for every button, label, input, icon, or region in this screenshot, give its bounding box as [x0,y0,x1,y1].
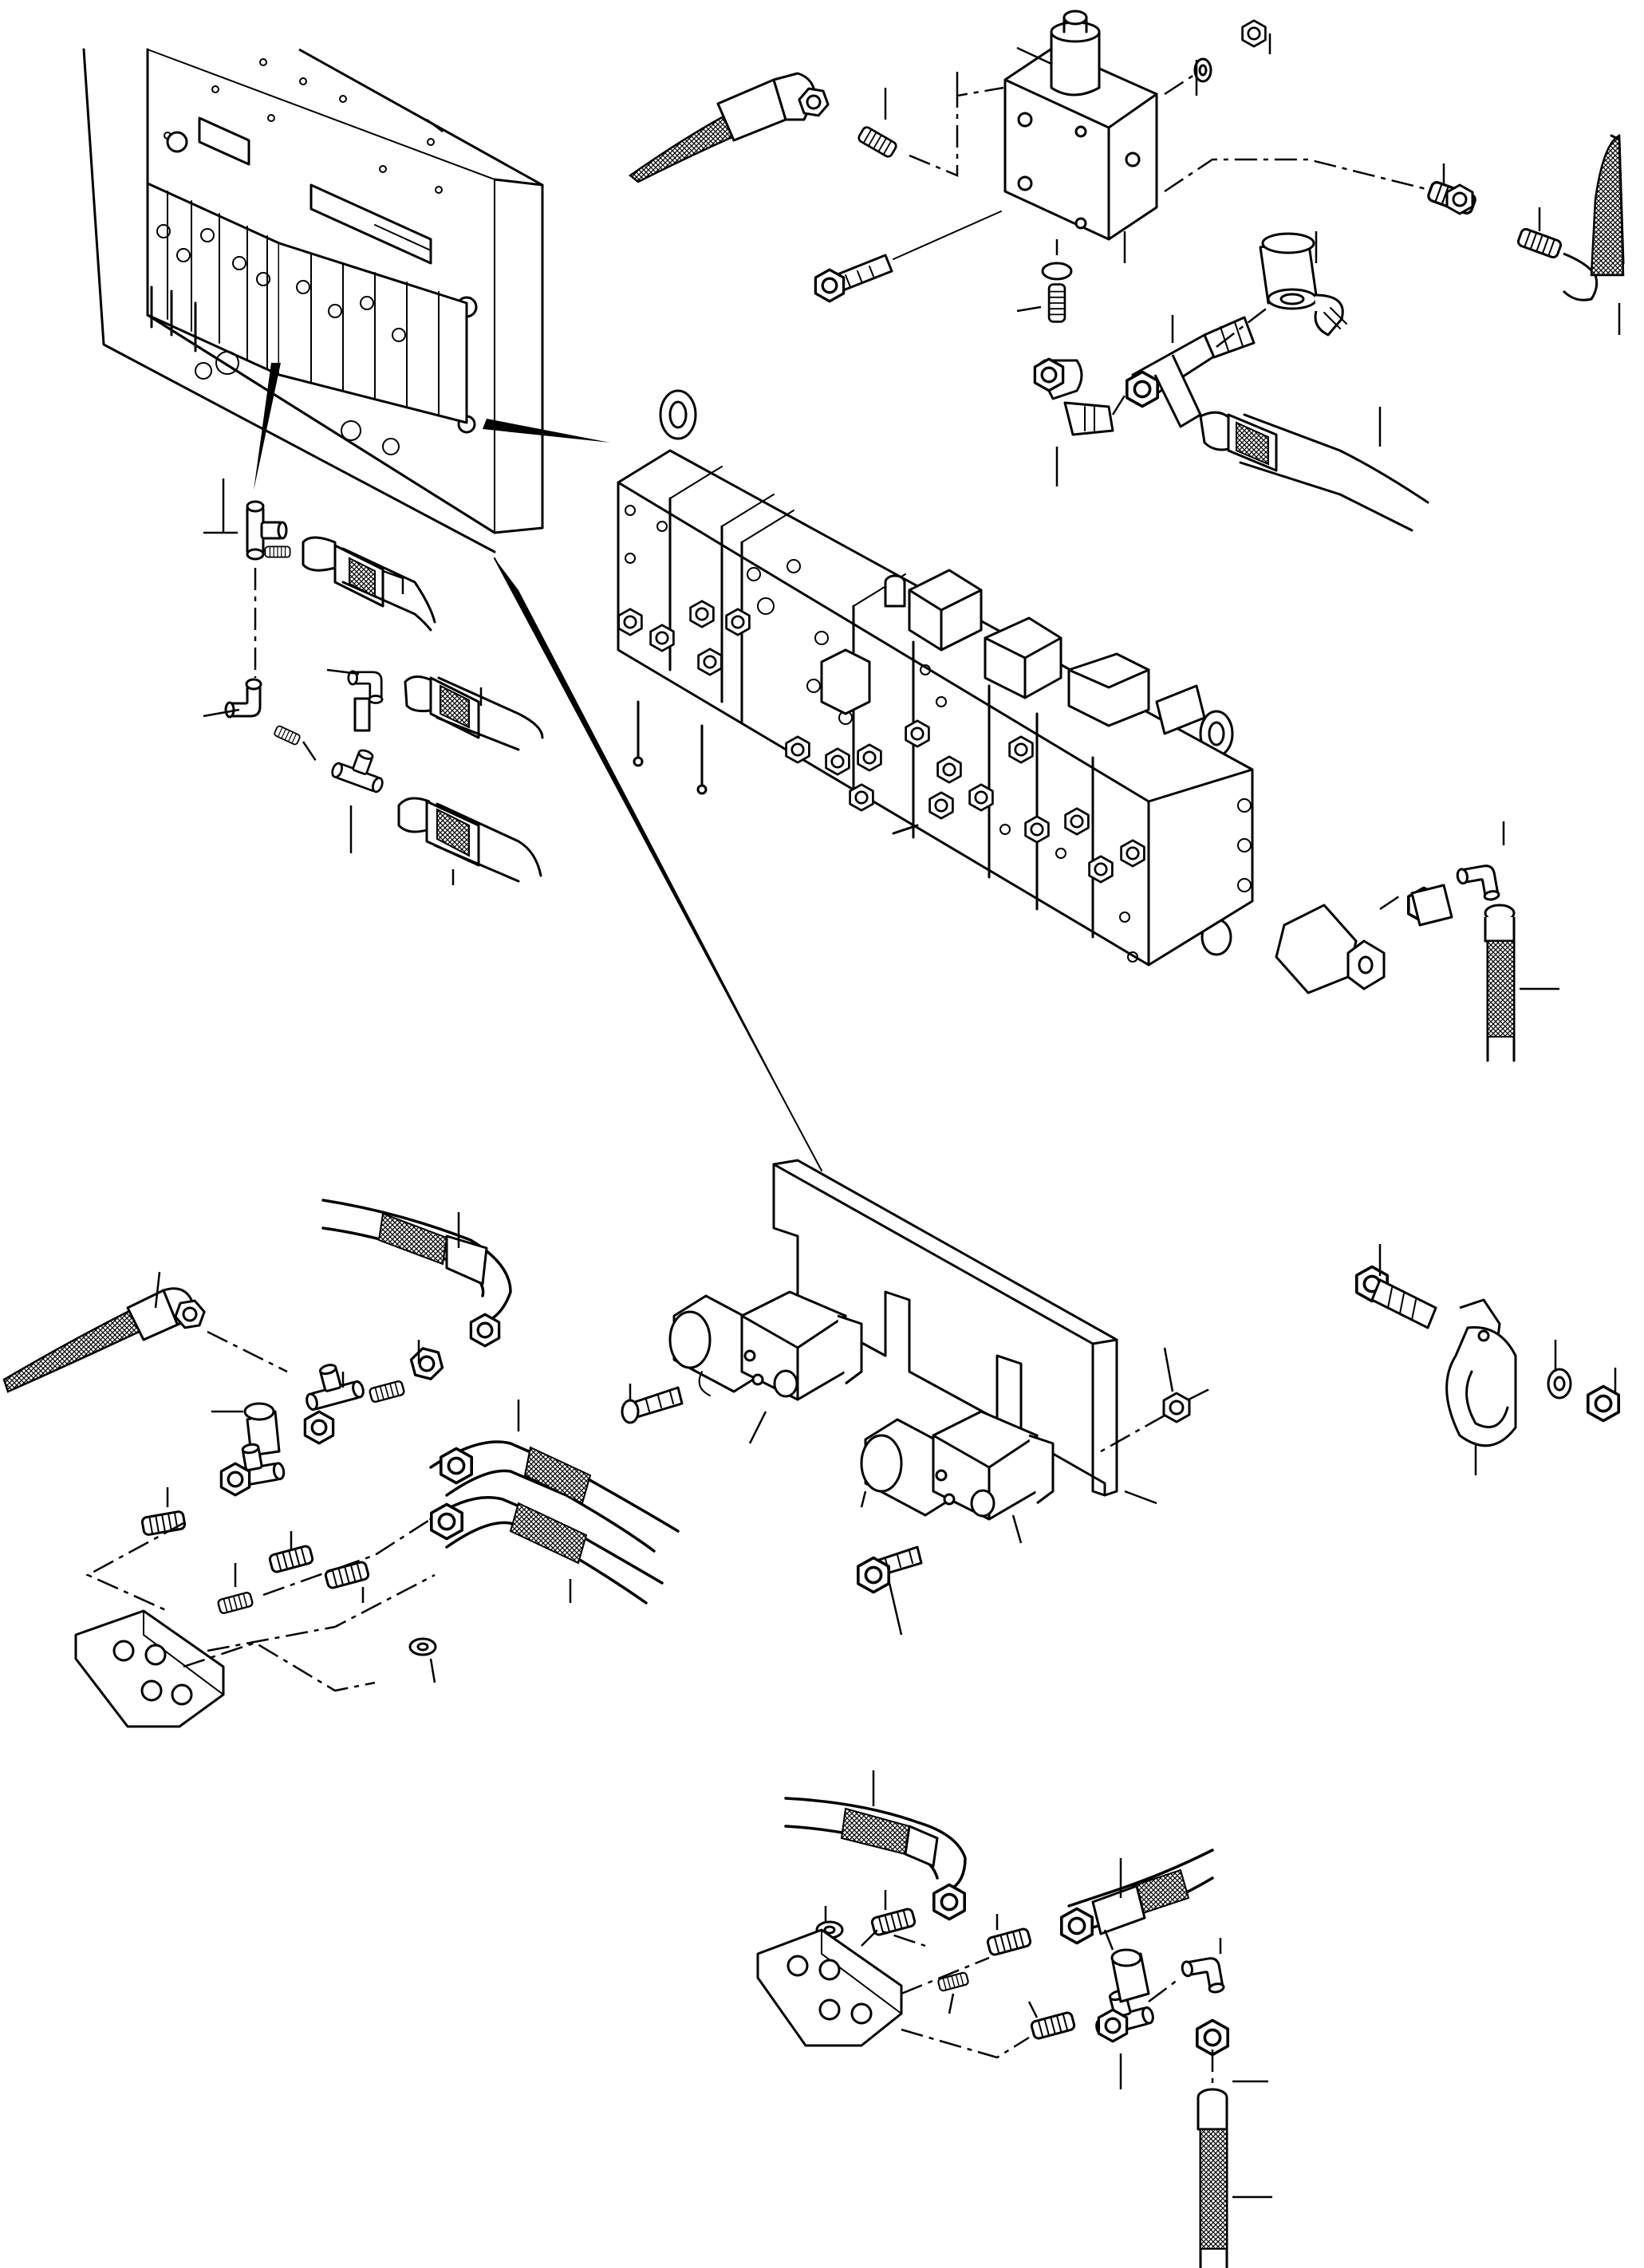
bulkhead-hose-group-bottom [756,1770,1272,2268]
main-control-valve-stack [617,389,1559,1062]
tee-fitting-hose-group-left [203,478,544,885]
control-panel-housing-view [82,48,822,1171]
hose-clamp-group [1355,1244,1620,1475]
solenoid-valve-mounting-plate [621,1159,1213,1636]
housing-valve-stack [146,182,468,455]
bulkhead-hose-group-left [2,1199,680,1728]
pilot-valve-block [426,10,1625,532]
